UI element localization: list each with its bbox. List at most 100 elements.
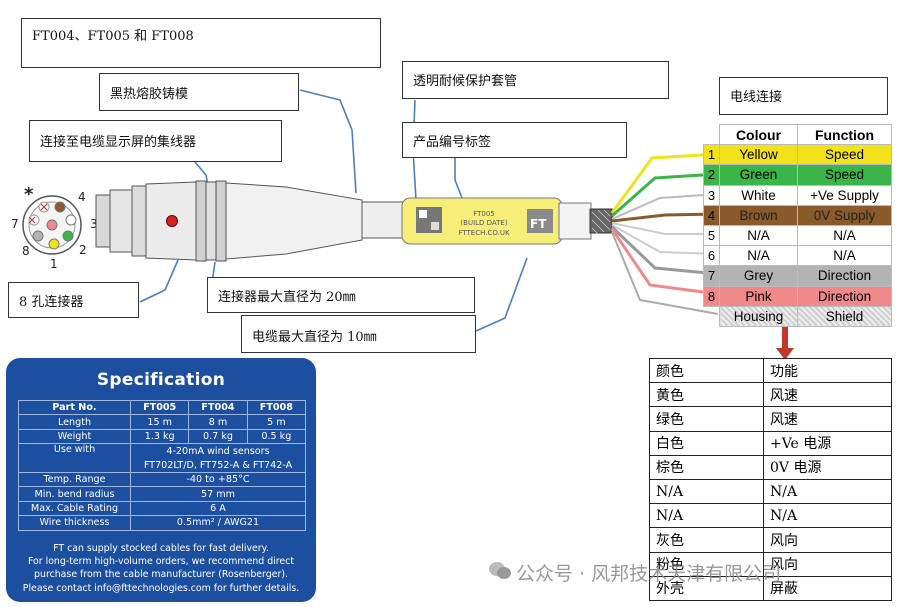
wire-colour: Green <box>719 164 798 186</box>
cn-function-cell: 风向 <box>763 527 892 553</box>
pin-8 <box>46 219 58 231</box>
spec-row-cable-rating: Max. Cable Rating 6 A <box>18 500 306 517</box>
title-callout: FT004、FT005 和 FT008 <box>21 18 381 68</box>
spec-row-wire-thickness: Wire thickness 0.5mm² / AWG21 <box>18 515 306 531</box>
wire-colour: N/A <box>719 224 798 247</box>
wire-function: N/A <box>797 224 892 247</box>
wire-number: 8 <box>703 285 720 307</box>
cn-function-cell: 屏蔽 <box>763 575 892 601</box>
pin-label-4: 4 <box>78 190 86 204</box>
spec-row-use-with-1: Use with 4-20mA wind sensors <box>18 443 306 473</box>
wire-function: Direction <box>797 285 892 307</box>
svg-text:FTTECH.CO.UK: FTTECH.CO.UK <box>458 229 509 237</box>
down-arrow <box>776 324 794 360</box>
cn-colour-cell: 白色 <box>649 430 764 456</box>
header-function: Function <box>797 123 892 146</box>
wire-fan <box>610 152 719 315</box>
spec-table: Part No. FT005 FT004 FT008 Length 15 m 8… <box>18 399 307 531</box>
wire-function: +Ve Supply <box>797 184 892 206</box>
connector-diameter-callout: 连接器最大直径为 20㎜ <box>207 277 475 313</box>
pin-label-8: 8 <box>22 244 30 258</box>
wiring-callout: 电线连接 <box>719 77 888 115</box>
cn-colour-cell: 粉色 <box>649 551 764 577</box>
ft-logo-badge <box>527 209 553 233</box>
pin-label-1: 1 <box>50 257 58 271</box>
wire-number: 5 <box>703 224 720 247</box>
label-callout: 产品编号标签 <box>402 122 627 158</box>
wire-number <box>704 306 720 326</box>
wire-table-header: Colour Function <box>704 123 892 146</box>
wire-colour: Housing <box>719 305 798 327</box>
cn-function-cell: 风向 <box>763 551 892 577</box>
svg-text:(BUILD DATE): (BUILD DATE) <box>460 219 507 227</box>
cn-function-cell: 风速 <box>763 382 892 408</box>
wire-function: Speed <box>797 144 892 166</box>
watermark-text: 公众号 · 风邦技术天津有限公司 <box>516 563 782 585</box>
hub-callout: 连接至电缆显示屏的集线器 <box>29 120 282 162</box>
product-label: FT FT005 (BUILD DATE) FTTECH.CO.UK <box>401 197 613 245</box>
wire-function: Shield <box>797 305 892 327</box>
wechat-logo-icon <box>489 562 511 579</box>
pin-1 <box>48 238 60 250</box>
spec-row-bend: Min. bend radius 57 mm <box>18 486 306 502</box>
wire-number: 7 <box>703 265 720 287</box>
wire-function: N/A <box>797 245 892 267</box>
wire-colour: N/A <box>719 245 798 267</box>
spec-row-temp: Temp. Range -40 to +85°C <box>18 471 306 488</box>
cn-table-row: 外壳屏蔽 <box>649 575 892 601</box>
cn-colour-cell: N/A <box>649 503 764 529</box>
cn-colour-cell: 外壳 <box>649 575 764 601</box>
pin-3 <box>65 214 77 226</box>
wire-number: 2 <box>703 164 720 186</box>
header-colour: Colour <box>719 123 798 146</box>
wire-colour: Brown <box>719 204 798 226</box>
wire-function: Direction <box>797 265 892 287</box>
wire-colour: Yellow <box>719 144 798 166</box>
wire-number: 6 <box>703 245 720 267</box>
connector8-callout: 8 孔连接器 <box>8 282 139 318</box>
wire-colour: White <box>719 184 798 206</box>
cn-function-cell: 0V 电源 <box>763 454 892 480</box>
pin-7 <box>32 230 44 242</box>
svg-text:FT: FT <box>530 217 547 231</box>
cn-colour-cell: 绿色 <box>649 406 764 432</box>
cn-function-cell: N/A <box>763 478 892 505</box>
svg-text:FT005: FT005 <box>473 210 495 218</box>
spec-title: Specification <box>96 370 226 390</box>
pin-2 <box>62 230 74 242</box>
spec-row-header: Part No. FT005 FT004 FT008 <box>18 399 307 416</box>
cn-table-row: 绿色风速 <box>649 406 892 432</box>
cn-colour-cell: 灰色 <box>649 527 764 553</box>
wire-function: Speed <box>797 164 892 186</box>
cn-function-cell: 功能 <box>763 357 892 384</box>
wire-number: 4 <box>703 204 720 226</box>
cn-function-cell: N/A <box>763 503 892 529</box>
cn-colour-cell: 棕色 <box>649 454 764 480</box>
cn-table-row: 灰色风向 <box>649 527 892 553</box>
spec-row-weight: Weight 1.3 kg 0.7 kg 0.5 kg <box>18 428 307 445</box>
sleeve-callout: 透明耐候保护套管 <box>402 61 669 99</box>
molding-callout: 黑热熔胶铸模 <box>99 73 299 111</box>
wire-colour: Grey <box>719 265 798 287</box>
wire-colour: Pink <box>719 285 798 307</box>
cn-colour-cell: 黄色 <box>649 382 764 408</box>
specification-panel: Specification Part No. FT005 FT004 FT008… <box>6 358 316 602</box>
wire-number: 3 <box>703 184 720 206</box>
cn-table-row: 颜色功能 <box>649 357 892 384</box>
cn-colour-cell: 颜色 <box>649 357 764 384</box>
pin-label-3: 3 <box>90 217 98 231</box>
